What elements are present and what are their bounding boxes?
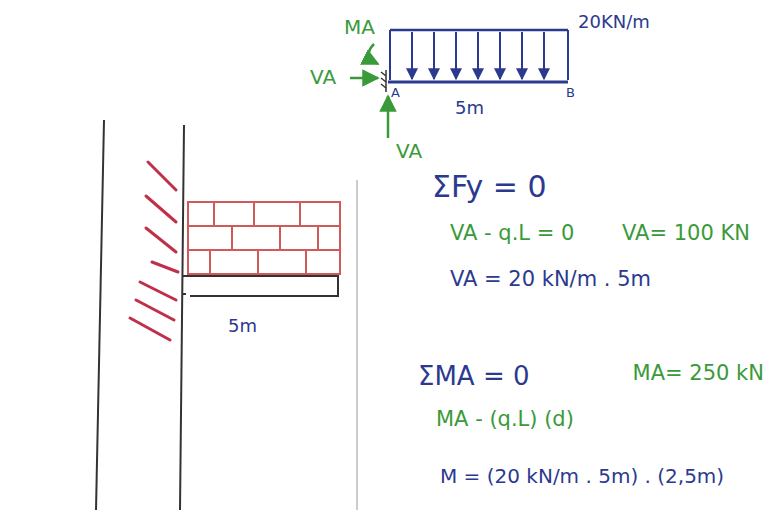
load-arrows bbox=[412, 32, 544, 79]
annotation-text: VA= 100 KN bbox=[622, 222, 750, 245]
annotation-text: ΣMA = 0 bbox=[418, 362, 530, 391]
annotation-text: VA = 20 kN/m . 5m bbox=[450, 268, 651, 291]
support-hatch bbox=[381, 70, 386, 92]
brick-wall bbox=[188, 202, 340, 274]
wall-hatch bbox=[130, 162, 178, 340]
reaction-arrow bbox=[350, 77, 378, 80]
annotation-text: M = (20 kN/m . 5m) . (2,5m) bbox=[440, 465, 724, 487]
annotation-text: VA bbox=[396, 140, 422, 162]
free-body-diagram bbox=[350, 30, 568, 138]
annotation-text: VA bbox=[310, 66, 336, 88]
annotation-text: MA - (q.L) (d) bbox=[436, 408, 574, 431]
annotation-text: B bbox=[566, 86, 575, 100]
edge-line bbox=[357, 180, 358, 510]
annotation-text: VA - q.L = 0 bbox=[450, 222, 574, 245]
wall-line bbox=[96, 120, 104, 510]
annotation-text: ΣFy = 0 bbox=[432, 170, 547, 203]
reaction-arrow bbox=[387, 96, 390, 138]
annotation-text: 5m bbox=[228, 316, 257, 336]
annotation-text: A bbox=[391, 86, 400, 100]
cantilever-beam bbox=[182, 276, 338, 296]
annotation-text: MA= 250 kN bbox=[633, 362, 764, 385]
wall-line bbox=[180, 125, 184, 510]
moment-arrow bbox=[369, 44, 378, 64]
beam-line bbox=[388, 81, 568, 84]
annotation-text: 20KN/m bbox=[578, 12, 650, 32]
wall bbox=[96, 120, 357, 510]
annotation-text: MA bbox=[344, 16, 375, 38]
annotation-text: 5m bbox=[455, 98, 484, 118]
